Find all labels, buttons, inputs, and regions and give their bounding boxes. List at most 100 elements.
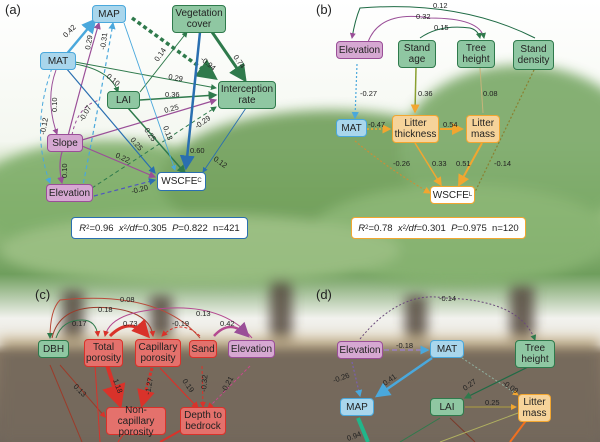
label-text: MAP [346, 401, 368, 413]
edge-label: 0.12 [212, 154, 229, 170]
edge-label: 0.25 [485, 398, 500, 407]
edge-label: -0.26 [332, 371, 351, 385]
node-d-lai: LAI [430, 398, 464, 416]
edge-label: -0.32 [199, 374, 209, 392]
edge-c-total-down [94, 364, 101, 442]
edge-a-veg-interception [210, 31, 247, 83]
label-text: C [197, 178, 202, 184]
label-text: 2 [402, 225, 406, 231]
edge-label: 0.60 [190, 146, 205, 155]
label-text: mass [471, 129, 495, 140]
label-text: porosity [85, 353, 121, 364]
edge-label: 0.18 [98, 305, 113, 314]
edge-d-mat-littermass [461, 357, 519, 396]
label-text: porosity [118, 426, 154, 438]
edge-a-mat-elev [39, 67, 53, 184]
edge-label: -0.14 [439, 294, 456, 303]
edge-label: 0.12 [433, 1, 448, 10]
edge-a-slope-map [67, 21, 101, 137]
label-text: Litter [523, 397, 546, 408]
label-text: Elevation [339, 344, 381, 356]
edge-label: -0.20 [130, 183, 149, 196]
panel-label-a: (a) [5, 2, 21, 17]
edge-c-total-noncap [102, 364, 126, 409]
edge-label: 0.10 [60, 163, 69, 178]
edge-label: 0.25 [163, 102, 179, 114]
label-text: age [408, 54, 426, 65]
label-text: height [462, 54, 490, 65]
label-text: height [521, 354, 549, 365]
label-text: Stand [403, 43, 431, 54]
edge-b-density-wscfe [474, 69, 535, 193]
edge-b-elev-treeheight [367, 15, 486, 43]
node-a-slope: Slope [47, 134, 83, 152]
label-text: Elevation [338, 44, 381, 56]
edge-c-sand-capillary [161, 326, 201, 337]
edge-c-elevation-total [103, 307, 253, 339]
node-a-lai: LAI [107, 91, 140, 109]
edge-label: -0.19 [172, 319, 189, 328]
label-text: P [172, 222, 179, 234]
label-text: x [118, 222, 124, 234]
label-text: WSCFE [432, 189, 469, 201]
edge-label: 0.08 [120, 295, 135, 304]
edge-label: 0.27 [461, 377, 478, 393]
panel-label-d: (d) [316, 287, 332, 302]
edge-c-dbh-total [55, 319, 101, 339]
label-text: LAI [115, 94, 131, 106]
label-text: x [397, 222, 403, 234]
edge-d-litter-down1 [439, 412, 519, 442]
edge-b-littermass-wscfe [458, 142, 483, 187]
edge-a-elev-interception [91, 106, 217, 189]
label-text: density [517, 55, 550, 66]
label-text: WSCFE [161, 176, 198, 187]
edge-label: 0.17 [72, 319, 87, 328]
edge-label: 0.41 [381, 372, 398, 388]
edge-a-slope-lai [71, 99, 101, 136]
edge-a-mat-lai [74, 63, 120, 93]
edge-label: -0.07 [77, 104, 93, 123]
edge-d-elevation-treeheight [359, 296, 537, 341]
edge-label: -0.26 [393, 159, 410, 168]
edge-label: -0.09 [501, 378, 520, 395]
edge-a-map-wscfe [123, 22, 177, 171]
edge-label: 0.29 [168, 72, 184, 83]
edge-label: 0.14 [152, 46, 168, 63]
edge-d-litter-down2 [509, 417, 529, 442]
label-text: n=421 [213, 222, 240, 234]
edge-a-mat-wscfe [65, 67, 156, 174]
label-text: R [79, 222, 87, 234]
edge-c-sand-elevation [213, 321, 250, 338]
label-text: L [468, 191, 473, 198]
edge-label: 0.10 [105, 72, 122, 88]
label-text: n=120 [492, 222, 519, 234]
edge-a-slope-elev [57, 151, 65, 185]
edge-d-mat-map [374, 356, 433, 398]
label-text: =0.96 [89, 222, 114, 234]
label-text: Sand [191, 343, 215, 355]
edge-label: 0.36 [165, 90, 180, 99]
edge-label: 0.15 [434, 23, 449, 32]
edge-label: 1.18 [111, 378, 124, 395]
edge-a-slope-interception [81, 98, 218, 141]
panel-label-b: (b) [316, 2, 332, 17]
edge-label: 0.13 [72, 382, 89, 399]
label-text: Interception [220, 84, 274, 95]
edge-label: -0.14 [494, 159, 511, 168]
label-text: Total [92, 342, 115, 353]
edge-a-mat-interception [74, 61, 217, 91]
label-text: MAP [98, 8, 120, 20]
label-text: Tree [465, 43, 487, 54]
label-text: /df [126, 222, 138, 234]
